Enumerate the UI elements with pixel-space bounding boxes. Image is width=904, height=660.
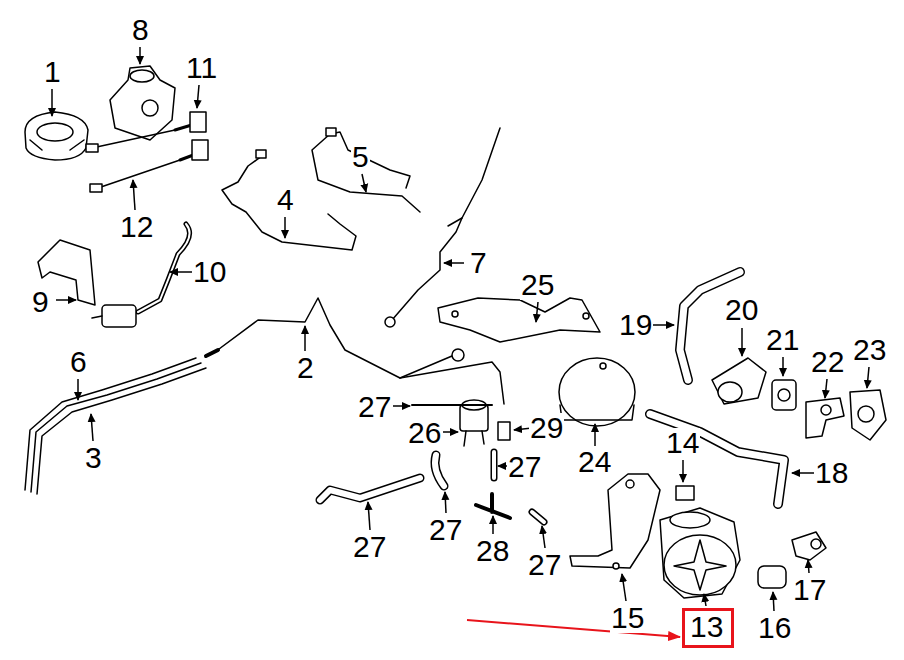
callout-number: 1: [43, 57, 62, 87]
callout-number: 15: [610, 603, 645, 633]
callout-number: 9: [31, 287, 50, 317]
callout-number: 23: [852, 335, 887, 365]
callout-number: 27: [352, 532, 387, 562]
callout-number: 18: [814, 458, 849, 488]
callout-number: 3: [84, 443, 103, 473]
callout-number: 2: [296, 353, 315, 383]
callout-number: 29: [529, 413, 564, 443]
callout-number: 17: [792, 575, 827, 605]
callout-number: 4: [276, 185, 295, 215]
callout-number: 25: [520, 270, 555, 300]
callout-number: 26: [407, 418, 442, 448]
callout-number: 7: [469, 248, 488, 278]
callout-number: 22: [810, 347, 845, 377]
callout-number: 13: [685, 611, 731, 643]
callout-number: 8: [131, 15, 150, 45]
highlight-box: 13: [682, 608, 734, 648]
callout-number: 5: [351, 142, 370, 172]
callout-number: 24: [577, 447, 612, 477]
callout-number: 11: [185, 53, 218, 83]
callout-number: 6: [69, 347, 88, 377]
callout-number: 12: [119, 212, 154, 242]
callout-number: 10: [192, 257, 227, 287]
callout-number: 14: [665, 428, 700, 458]
callout-number: 27: [357, 392, 392, 422]
callout-number: 20: [724, 295, 759, 325]
callout-number: 28: [475, 536, 510, 566]
callout-number: 27: [428, 515, 463, 545]
callout-number: 21: [765, 325, 800, 355]
callout-number: 19: [618, 310, 653, 340]
callout-number: 27: [507, 452, 542, 482]
callout-number: 16: [757, 613, 792, 643]
callout-number: 27: [527, 550, 562, 580]
